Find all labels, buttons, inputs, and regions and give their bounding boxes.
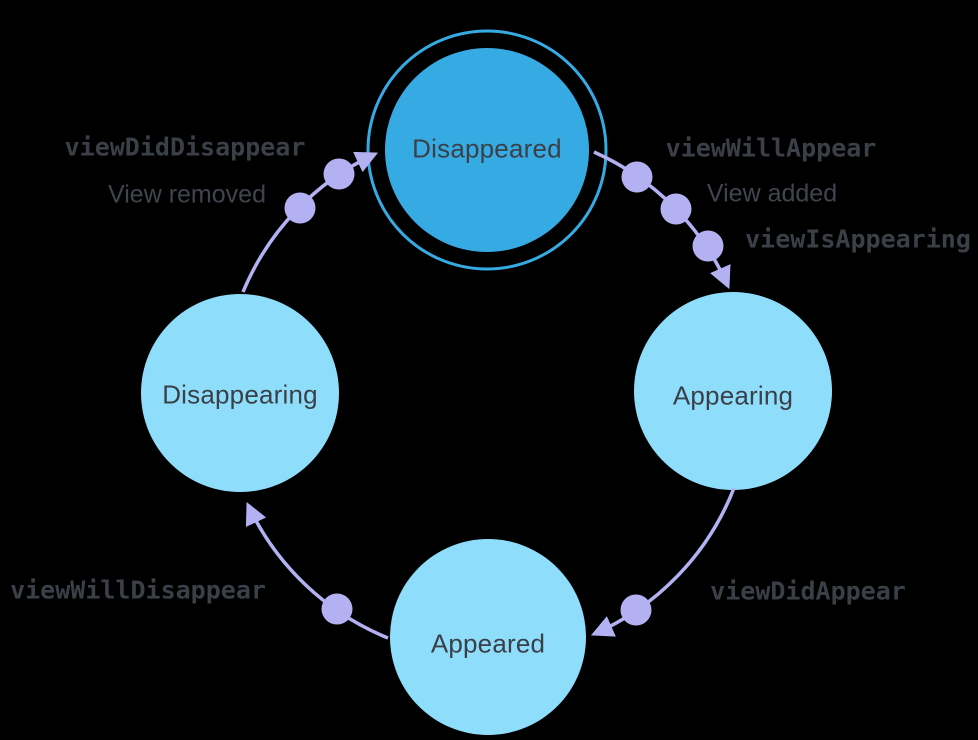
event-dot — [284, 192, 316, 224]
highlight-ring-icon — [366, 29, 608, 271]
transition-arc-appearing-to-appeared — [590, 487, 736, 637]
event-dot — [321, 593, 353, 625]
state-label-appeared: Appeared — [430, 628, 546, 659]
state-label-disappeared: Disappeared — [412, 133, 562, 164]
state-circle-appearing — [634, 292, 832, 490]
event-dot — [692, 230, 724, 262]
method-label-viewDidDisappear: viewDidDisappear — [64, 132, 306, 162]
note-label-view-added: View added — [706, 179, 838, 208]
state-circle-appeared — [390, 539, 586, 735]
transition-arc-disappeared-to-appearing — [593, 150, 731, 290]
event-dot — [660, 193, 692, 225]
state-label-appearing: Appearing — [672, 380, 794, 411]
transition-arc-appeared-to-disappearing — [245, 501, 389, 640]
method-label-viewIsAppearing: viewIsAppearing — [745, 224, 971, 254]
state-circle-disappearing — [141, 294, 339, 492]
state-label-disappearing: Disappearing — [162, 379, 318, 410]
note-label-view-removed: View removed — [108, 180, 266, 209]
method-label-viewDidAppear: viewDidAppear — [710, 576, 906, 606]
method-label-viewWillDisappear: viewWillDisappear — [10, 575, 266, 605]
event-dot — [323, 158, 355, 190]
event-dot — [621, 161, 653, 193]
method-label-viewWillAppear: viewWillAppear — [665, 133, 877, 163]
transition-arc-disappearing-to-disappeared — [241, 151, 379, 293]
state-circle-disappeared — [385, 48, 589, 252]
event-dot — [620, 594, 652, 626]
